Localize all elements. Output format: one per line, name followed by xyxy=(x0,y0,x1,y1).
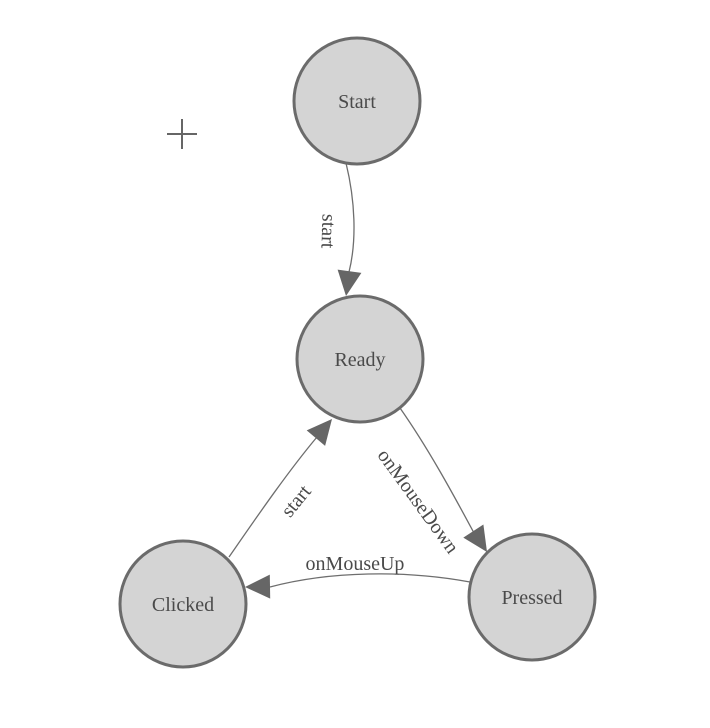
transition-edge-start-to-ready[interactable]: start xyxy=(316,162,362,296)
transition-edge-ready-to-pressed[interactable]: onMouseDown xyxy=(373,407,487,558)
node-label-start: Start xyxy=(338,91,376,113)
state-node-start[interactable]: Start xyxy=(292,36,422,166)
node-label-pressed: Pressed xyxy=(501,587,562,609)
state-node-clicked[interactable]: Clicked xyxy=(118,539,248,669)
arrowhead-icon xyxy=(306,419,332,446)
edge-line xyxy=(228,436,318,558)
edge-label-ready-to-pressed: onMouseDown xyxy=(373,445,463,558)
arrowhead-icon xyxy=(463,524,487,552)
state-node-ready[interactable]: Ready xyxy=(295,294,425,424)
crosshair-plus-icon xyxy=(167,119,197,149)
transition-edge-clicked-to-ready[interactable]: start xyxy=(228,419,332,558)
edge-line xyxy=(345,162,355,273)
edge-line xyxy=(399,407,475,534)
edge-label-clicked-to-ready: start xyxy=(277,481,316,522)
edge-label-start-to-ready: start xyxy=(316,214,339,250)
transition-edge-pressed-to-clicked[interactable]: onMouseUp xyxy=(245,553,471,599)
node-circle-ready[interactable] xyxy=(295,294,425,424)
node-circle-start[interactable] xyxy=(292,36,422,166)
node-label-ready: Ready xyxy=(334,349,385,371)
edge-label-pressed-to-clicked: onMouseUp xyxy=(306,553,405,575)
node-circle-pressed[interactable] xyxy=(467,532,597,662)
node-label-clicked: Clicked xyxy=(152,594,214,616)
node-circle-clicked[interactable] xyxy=(118,539,248,669)
edge-line xyxy=(269,573,471,588)
arrowhead-icon xyxy=(337,269,362,296)
state-node-pressed[interactable]: Pressed xyxy=(467,532,597,662)
arrowhead-icon xyxy=(245,574,271,599)
